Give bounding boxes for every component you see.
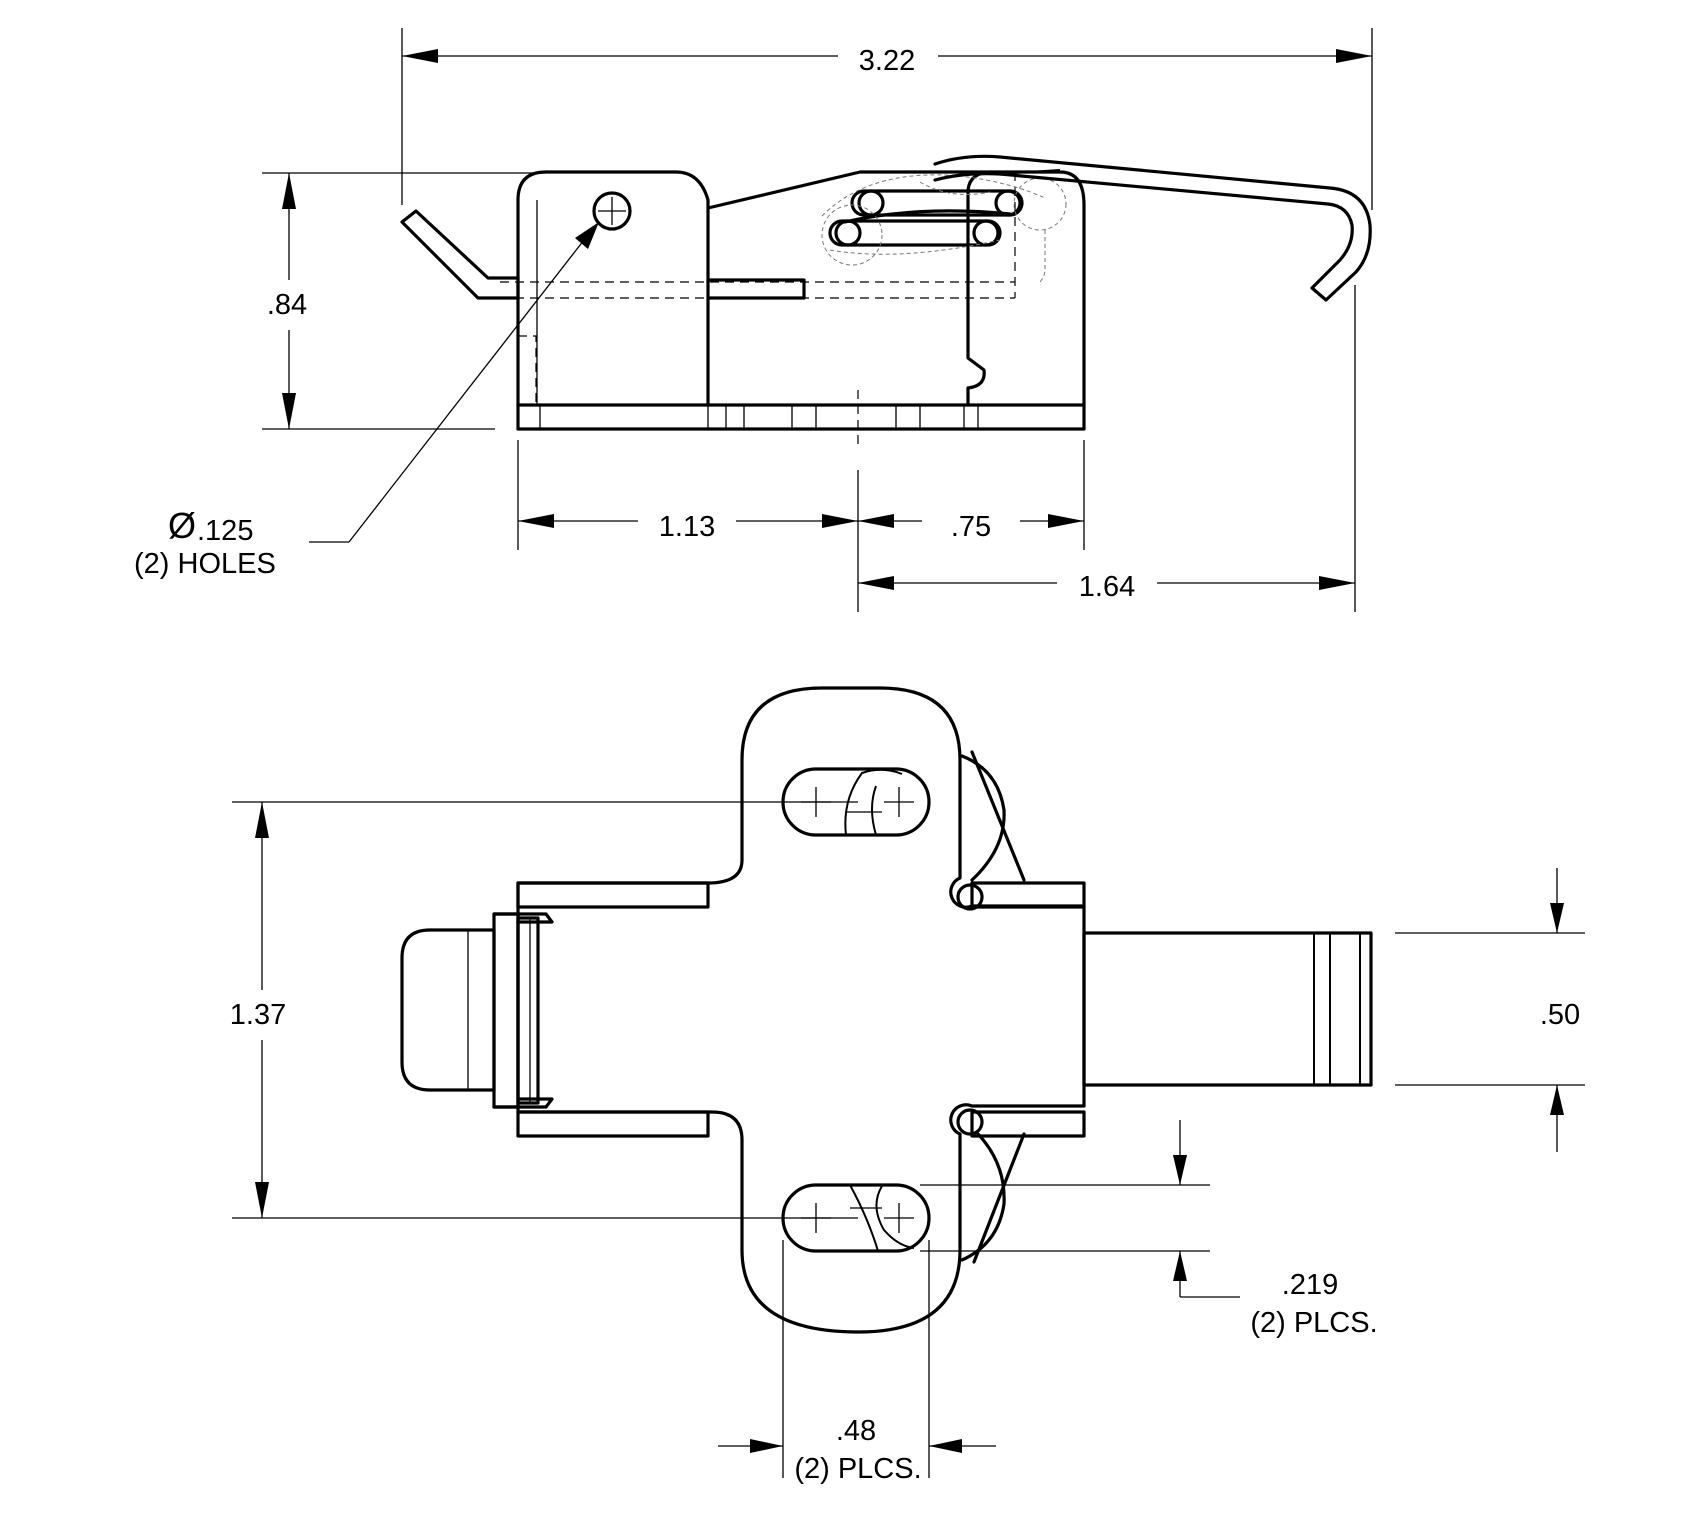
side-base-plate: [516, 403, 1086, 431]
side-lever-tab: [400, 209, 1015, 405]
top-view: 1.37 .50 .219 (2) PLCS. .48 (2) PLCS.: [230, 686, 1585, 1485]
dim-slot-width-note: (2) PLCS.: [1250, 1307, 1377, 1339]
side-hook-wire: [933, 154, 1372, 302]
hole-callout-leader: [309, 222, 599, 543]
dim-hole-diameter: .125: [197, 515, 253, 547]
dim-hole-diameter-symbol: Ø: [168, 505, 196, 546]
dim-hook-width: .50: [1540, 999, 1580, 1031]
top-left-lever: [400, 912, 554, 1109]
top-dimension-lines: [232, 801, 1585, 1478]
top-hook: [1082, 931, 1373, 1087]
dim-center-to-end: .75: [951, 511, 991, 543]
side-mounting-hole: [592, 191, 632, 231]
dim-slot-length-note: (2) PLCS.: [794, 1453, 921, 1485]
dim-hole-count-note: (2) HOLES: [134, 548, 276, 580]
dim-slot-length: .48: [836, 1415, 876, 1447]
side-view: 3.22 .84 Ø .125 (2) HOLES 1.13 .75 1.64: [134, 28, 1373, 612]
dim-hole-spacing: 1.37: [230, 999, 286, 1031]
side-dimension-lines: [262, 28, 1373, 612]
side-left-bracket: [516, 170, 710, 407]
dim-height: .84: [267, 289, 307, 321]
top-main-plate: [516, 686, 1086, 1334]
dim-slot-width: .219: [1282, 1269, 1338, 1301]
dim-overall-length: 3.22: [859, 45, 915, 77]
top-spring-coils: [960, 750, 1026, 1264]
dim-base-to-center: 1.13: [659, 511, 715, 543]
dim-center-to-hook: 1.64: [1079, 571, 1135, 603]
side-spring-coils: [821, 174, 1067, 283]
